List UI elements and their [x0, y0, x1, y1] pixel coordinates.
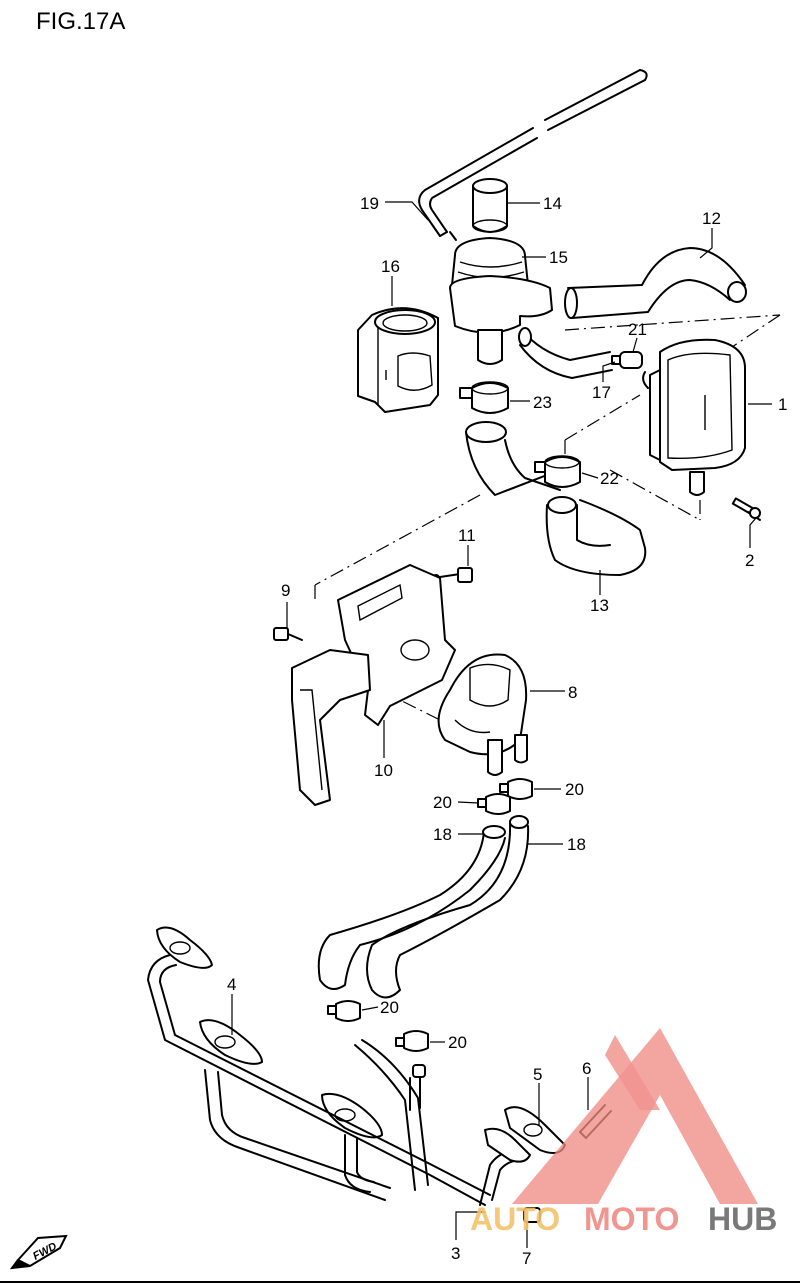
callout-18-a: 18: [433, 825, 452, 844]
callout-18-b: 18: [567, 835, 586, 854]
part-2-screw: [731, 497, 761, 521]
callout-14: 14: [543, 194, 562, 213]
callout-20-c: 20: [380, 998, 399, 1017]
callout-21: 21: [628, 320, 647, 339]
callout-3: 3: [451, 1244, 460, 1263]
part-22-clamp: [534, 455, 581, 488]
part-18-twin-hoses: [317, 815, 530, 999]
watermark-triangle: [512, 1028, 758, 1204]
part-19-breather-hose: [418, 69, 648, 237]
part-1-air-box: [642, 338, 746, 496]
callout-13: 13: [590, 596, 609, 615]
part-3-pipe-assembly: [147, 954, 531, 1206]
part-4-flange-middle: [199, 1019, 263, 1065]
callout-9: 9: [281, 581, 290, 600]
part-9-bolt: [273, 627, 303, 641]
part-4-flange-lower: [321, 1092, 383, 1139]
watermark-word-moto: MOTO: [584, 1201, 679, 1237]
part-13-formed-hose: [465, 421, 647, 576]
part-8-valve-assembly: [437, 653, 528, 776]
callout-16: 16: [381, 257, 400, 276]
callout-17: 17: [592, 383, 611, 402]
watermark-logo: AUTO MOTO HUB: [470, 1028, 777, 1237]
callout-19: 19: [360, 194, 379, 213]
part-20-clamp-lower-right: [395, 1030, 429, 1052]
callout-20-d: 20: [448, 1033, 467, 1052]
part-15-reed-valve: [449, 231, 553, 365]
callout-11: 11: [458, 526, 476, 545]
callout-12: 12: [702, 209, 721, 228]
part-12-air-hose: [564, 247, 747, 319]
part-20-clamp-upper-right: [499, 778, 533, 800]
fwd-arrow-badge: FWD: [9, 1234, 68, 1270]
callout-7: 7: [522, 1249, 531, 1268]
callout-labels: 19 14 12 15 16 21 17 1 23 22 2 11 13 9 8…: [227, 194, 787, 1268]
callout-20-b: 20: [565, 780, 584, 799]
callout-23: 23: [533, 393, 552, 412]
part-20-clamp-lower-left: [327, 1000, 361, 1022]
part-16-mounting-bracket: [357, 307, 439, 413]
callout-8: 8: [568, 683, 577, 702]
callout-20-a: 20: [433, 793, 452, 812]
leader-lines: [231, 201, 772, 1248]
figure-title: FIG.17A: [36, 8, 126, 35]
part-20-clamp-upper-left: [477, 793, 511, 815]
callout-1: 1: [778, 395, 787, 414]
callout-4: 4: [227, 975, 236, 994]
part-14-hose-sleeve: [472, 178, 508, 233]
callout-5: 5: [533, 1065, 542, 1084]
part-7-nut: [523, 1207, 541, 1223]
watermark-word-hub: HUB: [708, 1201, 777, 1237]
part-17-small-hose: [518, 327, 613, 379]
part-10-bracket-plate: [291, 564, 456, 806]
part-23-clamp: [459, 381, 509, 414]
callout-15: 15: [549, 248, 568, 267]
part-21-clip: [611, 351, 643, 369]
callout-10: 10: [374, 761, 393, 780]
part-4-flange-upper: [156, 926, 213, 969]
watermark-word-auto: AUTO: [470, 1201, 560, 1237]
callout-6: 6: [582, 1059, 591, 1078]
callout-2: 2: [745, 551, 754, 570]
callout-22: 22: [600, 469, 619, 488]
